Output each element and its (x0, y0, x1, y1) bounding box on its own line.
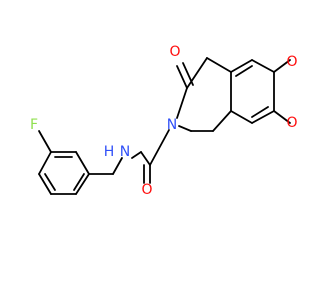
amide-oxygen: O (141, 182, 152, 198)
bond (230, 110, 253, 124)
bond (230, 59, 253, 73)
bond (73, 173, 85, 191)
bond (182, 62, 194, 86)
bond (75, 151, 90, 175)
bond (176, 65, 188, 89)
bond (140, 151, 151, 166)
bond (38, 130, 52, 153)
fluorophenyl-ring (38, 151, 90, 195)
amide-hydrogen: H (104, 144, 115, 160)
bond (206, 57, 232, 73)
molecule-diagram: F N H O N O O (30, 44, 298, 198)
bond (186, 57, 208, 89)
structure-svg: F N H O N O O (30, 44, 298, 198)
bond (112, 157, 123, 175)
bond (251, 59, 275, 73)
bond (176, 87, 188, 119)
bond (44, 173, 56, 191)
methoxy-oxygen-lower: O (286, 115, 297, 131)
bond (149, 129, 170, 166)
bond (212, 110, 232, 132)
fluorine-atom: F (30, 117, 38, 133)
methoxy-oxygen-upper: O (286, 54, 297, 70)
bond (75, 173, 90, 195)
bond (38, 151, 52, 175)
bond (251, 110, 275, 124)
bond (273, 110, 291, 124)
bond (38, 173, 52, 195)
bond (131, 151, 142, 159)
bond (235, 65, 253, 77)
bond (178, 125, 192, 132)
amide-nitrogen: N (120, 144, 130, 160)
bond (273, 59, 291, 73)
ketone-oxygen: O (169, 44, 180, 60)
ring-nitrogen: N (167, 117, 177, 133)
bond (251, 106, 269, 118)
